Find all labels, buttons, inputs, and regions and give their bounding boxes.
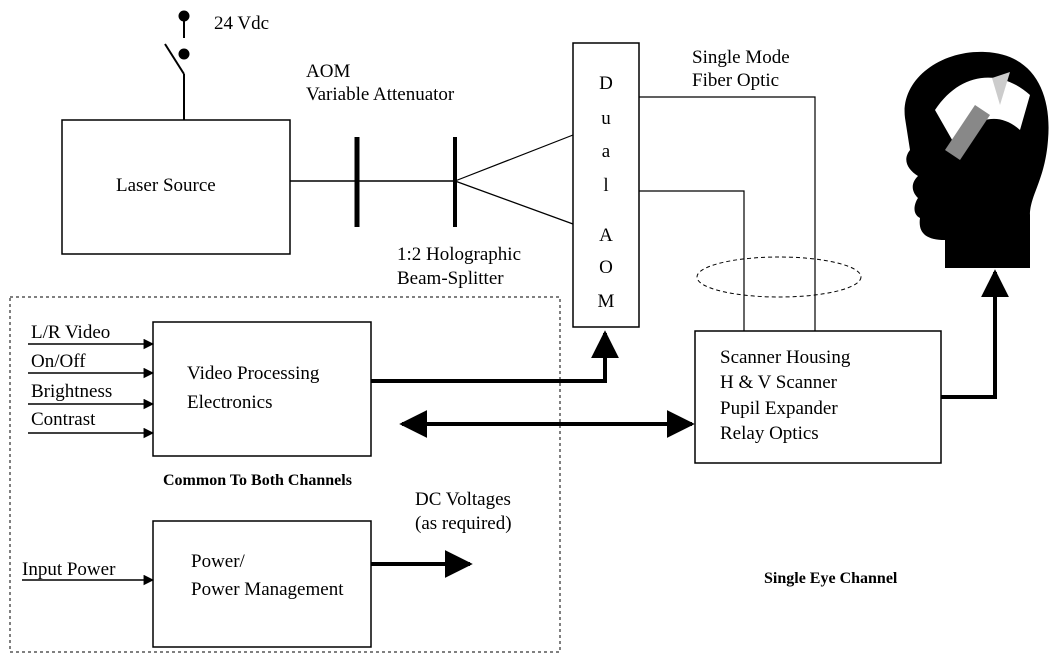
head-display-icon (904, 51, 1049, 269)
power-management-label-line2: Power Management (191, 579, 344, 600)
input-brightness-label: Brightness (31, 381, 113, 402)
scanner-label-housing: Scanner Housing (720, 347, 851, 368)
variable-attenuator-label: Variable Attenuator (306, 84, 455, 105)
dc-voltages-label-line1: DC Voltages (415, 489, 511, 510)
dual-aom-letter-a2: A (599, 225, 613, 246)
common-electronics-region (9, 296, 561, 653)
scanner-label-hv: H & V Scanner (720, 372, 837, 393)
single-mode-label: Single Mode (692, 47, 790, 68)
dc-voltages-label-line2: (as required) (415, 513, 512, 534)
video-processing-label-line2: Electronics (187, 392, 273, 413)
split-beam-upper (454, 134, 574, 182)
input-contrast-label: Contrast (31, 409, 96, 430)
scanner-to-head-line (941, 269, 1009, 399)
fiber-optic-label: Fiber Optic (692, 70, 780, 91)
dual-aom-box (572, 42, 640, 328)
dual-aom-letter-o: O (599, 257, 613, 278)
fiber-optic-inner (639, 190, 745, 331)
fiber-bundle-ellipse (696, 256, 862, 298)
input-on-off-label: On/Off (31, 351, 86, 372)
vdc-label: 24 Vdc (214, 13, 270, 34)
dual-aom-letter-d: D (599, 73, 613, 94)
input-lr-video-label: L/R Video (31, 322, 111, 343)
video-processing-box (152, 321, 372, 457)
common-channels-label: Common To Both Channels (163, 472, 352, 489)
dual-aom-letter-m: M (597, 291, 615, 312)
splitter-label-line1: 1:2 Holographic (397, 244, 522, 265)
video-to-aom-line (371, 330, 619, 383)
power-switch-symbol (164, 10, 190, 120)
input-power-label: Input Power (22, 559, 116, 580)
splitter-label-line2: Beam-Splitter (397, 268, 504, 289)
video-processing-label-line1: Video Processing (187, 363, 320, 384)
laser-source-box (61, 119, 291, 255)
dual-aom-letter-l: l (603, 175, 609, 196)
dual-aom-letter-u: u (601, 108, 611, 129)
scanner-label-relay: Relay Optics (720, 423, 819, 444)
dual-aom-letter-a: a (601, 141, 611, 162)
split-beam-lower (454, 180, 574, 225)
scanner-label-pupil: Pupil Expander (720, 398, 838, 419)
aom-label: AOM (306, 61, 351, 82)
power-management-label-line1: Power/ (191, 551, 245, 572)
fiber-optic-outer (639, 96, 816, 331)
single-eye-channel-label: Single Eye Channel (764, 570, 898, 587)
laser-source-label: Laser Source (116, 175, 216, 196)
